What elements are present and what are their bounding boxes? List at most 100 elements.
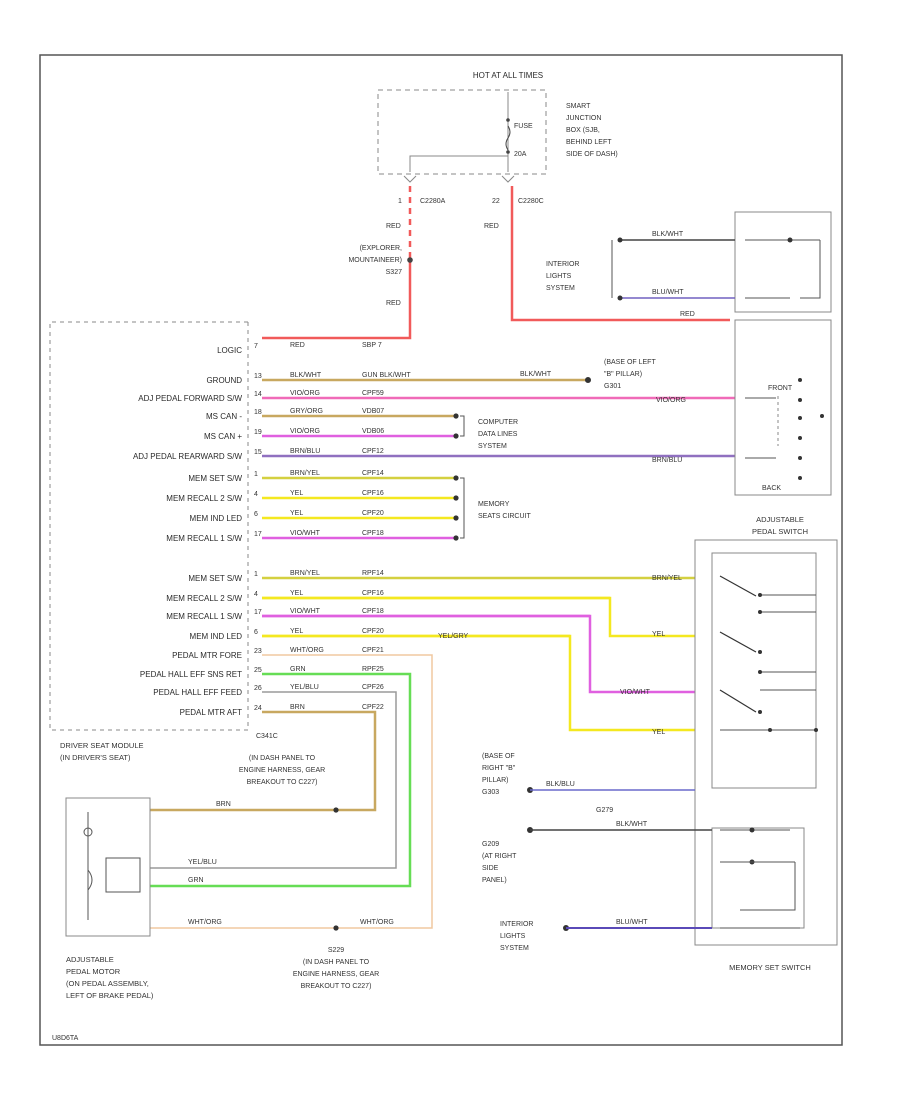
svg-text:G301: G301	[604, 383, 621, 390]
svg-text:MEMORY SET SWITCH: MEMORY SET SWITCH	[729, 963, 811, 972]
module-pin-number: 23	[254, 648, 262, 655]
red-label-right: RED	[484, 223, 499, 230]
svg-text:PEDAL SWITCH: PEDAL SWITCH	[752, 527, 808, 536]
module-circuit-id: CPF22	[362, 704, 384, 711]
module-circuit-id: CPF20	[362, 510, 384, 517]
red-wires: RED RED RED (EXPLORER, MOUNTAINEER) S327	[262, 186, 730, 340]
motor-wires: BRN YEL/BLU GRN WHT/ORG WHT/ORG	[150, 654, 433, 931]
module-pin-number: 4	[254, 491, 258, 498]
module-pin-number: 6	[254, 629, 258, 636]
svg-text:(IN DASH PANEL TO: (IN DASH PANEL TO	[303, 959, 370, 966]
module-pin-name: GROUND	[206, 376, 242, 385]
svg-text:INTERIOR: INTERIOR	[500, 921, 533, 928]
module-wire-color: BRN/YEL	[290, 470, 320, 477]
conn-right: C2280C	[518, 198, 544, 205]
svg-text:BLU/WHT: BLU/WHT	[652, 289, 684, 296]
module-wire-color: BRN	[290, 704, 305, 711]
module-wire-color: VIO/ORG	[290, 428, 320, 435]
svg-text:G279: G279	[596, 807, 613, 814]
svg-text:GRN: GRN	[188, 877, 204, 884]
svg-text:BOX (SJB,: BOX (SJB,	[566, 127, 600, 134]
module-pin-number: 17	[254, 609, 262, 616]
group-bracket	[460, 415, 465, 437]
module-pin-name: MEM RECALL 1 S/W	[166, 534, 242, 543]
ground-g301: (BASE OF LEFT "B" PILLAR) G301 BLK/WHT	[520, 359, 656, 390]
yel-gry-label: YEL/GRY	[438, 633, 469, 640]
module-pin-number: 24	[254, 705, 262, 712]
svg-text:RED: RED	[680, 311, 695, 318]
module-wire-color: YEL	[290, 628, 303, 635]
svg-text:BLK/BLU: BLK/BLU	[546, 781, 575, 788]
module-pin-name: ADJ PEDAL REARWARD S/W	[133, 452, 243, 461]
splice-dot	[453, 433, 459, 439]
svg-text:LIGHTS: LIGHTS	[500, 933, 526, 940]
interior-lights-bottom: INTERIOR LIGHTS SYSTEM BLU/WHT	[500, 919, 712, 952]
svg-text:(AT RIGHT: (AT RIGHT	[482, 853, 517, 860]
memory-set-switch: MEMORY SET SWITCH	[711, 827, 811, 972]
module-pin-name: PEDAL HALL EFF FEED	[153, 688, 242, 697]
adjustable-pedal-motor: ADJUSTABLE PEDAL MOTOR (ON PEDAL ASSEMBL…	[65, 797, 154, 1000]
module-circuit-id: GUN BLK/WHT	[362, 372, 411, 379]
module-circuit-id: CPF59	[362, 390, 384, 397]
module-pin-name: PEDAL MTR AFT	[180, 708, 242, 717]
module-pin-name: MEM SET S/W	[188, 474, 242, 483]
module-pin-name: MEM IND LED	[190, 514, 243, 523]
svg-text:(BASE OF: (BASE OF	[482, 753, 515, 760]
module-wire-color: YEL/BLU	[290, 684, 319, 691]
svg-text:S229: S229	[328, 947, 344, 954]
module-wire-color: GRN	[290, 666, 306, 673]
svg-text:WHT/ORG: WHT/ORG	[188, 919, 222, 926]
svg-text:PANEL): PANEL)	[482, 877, 507, 884]
module-wire-color: BRN/YEL	[290, 570, 320, 577]
harness-top-label: (IN DASH PANEL TO ENGINE HARNESS, GEAR B…	[239, 755, 325, 786]
module-pin-number: 19	[254, 429, 262, 436]
module-circuit-id: CPF12	[362, 448, 384, 455]
svg-text:BACK: BACK	[762, 485, 781, 492]
module-pin-number: 14	[254, 391, 262, 398]
outer-frame	[39, 54, 843, 1046]
module-pin-name: ADJ PEDAL FORWARD S/W	[138, 394, 242, 403]
module-circuit-id: CPF21	[362, 647, 384, 654]
svg-text:BLU/WHT: BLU/WHT	[616, 919, 648, 926]
svg-text:(BASE OF LEFT: (BASE OF LEFT	[604, 359, 656, 366]
svg-text:YEL/BLU: YEL/BLU	[188, 859, 217, 866]
module-wire-color: YEL	[290, 590, 303, 597]
fuse-box: HOT AT ALL TIMES FUSE 20A SMART JUNCTION…	[377, 71, 618, 205]
svg-text:(IN DASH PANEL TO: (IN DASH PANEL TO	[249, 755, 316, 762]
svg-text:ADJUSTABLE: ADJUSTABLE	[66, 955, 114, 964]
svg-text:MOUNTAINEER): MOUNTAINEER)	[348, 257, 402, 264]
module-pin-number: 7	[254, 343, 258, 350]
svg-text:G209: G209	[482, 841, 499, 848]
module-pin-number: 17	[254, 531, 262, 538]
module-conn: C341C	[256, 733, 278, 740]
module-pin-number: 13	[254, 373, 262, 380]
module-circuit-id: CPF26	[362, 684, 384, 691]
module-circuit-id: CPF20	[362, 628, 384, 635]
adjustable-pedal-switch: ADJUSTABLE PEDAL SWITCH BRN/YEL YEL VIO/…	[620, 515, 838, 946]
module-pin-number: 25	[254, 667, 262, 674]
module-circuit-id: CPF16	[362, 490, 384, 497]
red-label-left-2: RED	[386, 300, 401, 307]
module-pin-name: MEM IND LED	[190, 632, 243, 641]
svg-text:(IN DRIVER'S SEAT): (IN DRIVER'S SEAT)	[60, 753, 131, 762]
pin-left: 1	[398, 198, 402, 205]
svg-text:BRN/YEL: BRN/YEL	[652, 575, 682, 582]
module-circuit-id: VDB07	[362, 408, 384, 415]
module-wire-color: RED	[290, 342, 305, 349]
svg-text:SYSTEM: SYSTEM	[478, 443, 507, 450]
svg-text:YEL: YEL	[652, 729, 665, 736]
svg-text:(EXPLORER,: (EXPLORER,	[360, 245, 402, 252]
ground-g303: (BASE OF RIGHT "B" PILLAR) G303 BLK/BLU	[482, 753, 695, 796]
svg-text:BLK/WHT: BLK/WHT	[616, 821, 648, 828]
svg-text:BREAKOUT TO C227): BREAKOUT TO C227)	[301, 983, 372, 990]
module-wire-color: VIO/WHT	[290, 530, 321, 537]
module-wire-color: YEL	[290, 490, 303, 497]
svg-text:BRN/BLU: BRN/BLU	[652, 457, 682, 464]
pin-right: 22	[492, 198, 500, 205]
svg-text:DRIVER SEAT MODULE: DRIVER SEAT MODULE	[60, 741, 144, 750]
module-pin-name: PEDAL MTR FORE	[172, 651, 242, 660]
module-pin-number: 4	[254, 591, 258, 598]
svg-text:ADJUSTABLE: ADJUSTABLE	[756, 515, 804, 524]
module-pin-name: MS CAN +	[204, 432, 242, 441]
svg-text:DATA LINES: DATA LINES	[478, 431, 518, 438]
